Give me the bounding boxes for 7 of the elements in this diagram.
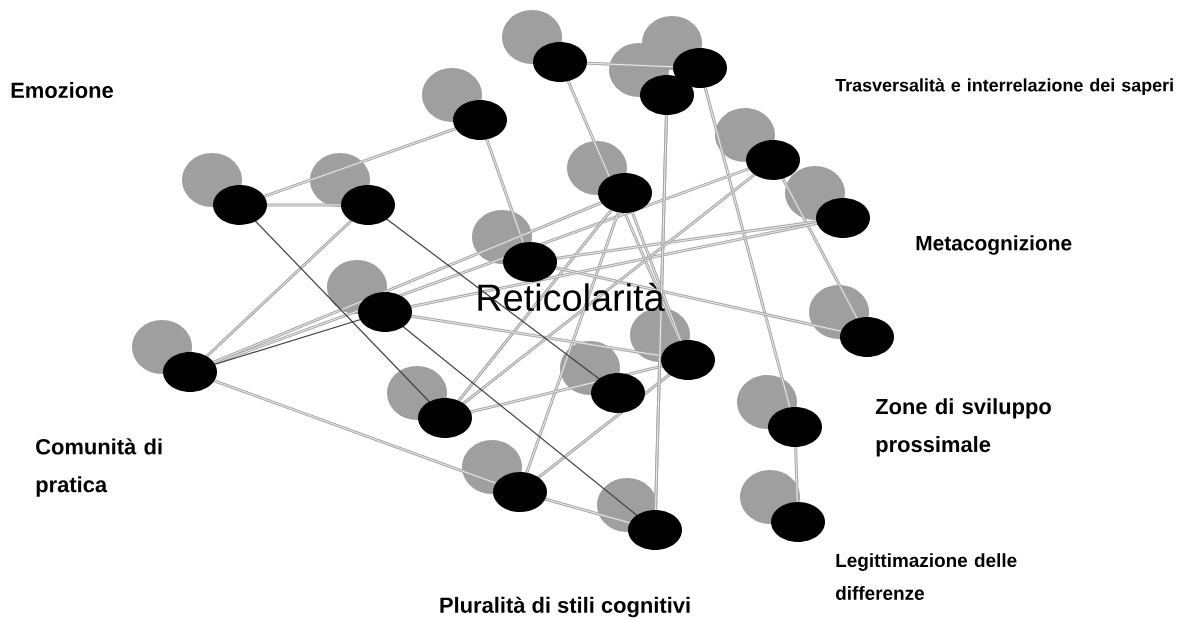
label: Zone di sviluppo prossimale (875, 398, 1051, 457)
label: Emozione (11, 81, 113, 99)
label: Metacognizione (916, 235, 1072, 255)
label: Pluralità di stili cognitivi (440, 596, 690, 618)
label: Legittimazione delle differenze (836, 553, 1017, 600)
label: Comunità di pratica (36, 438, 162, 497)
label: Trasversalità e interrelazione dei saperi (835, 78, 1173, 96)
